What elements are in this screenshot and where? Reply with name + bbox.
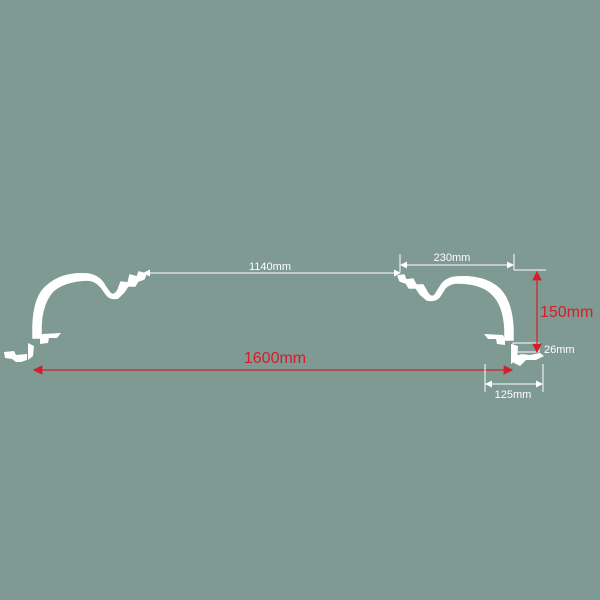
dimension-125: 125mm	[484, 364, 544, 401]
label-230: 230mm	[434, 252, 471, 264]
dimension-150: 150mm	[514, 269, 593, 354]
left-arch-profile	[4, 271, 147, 362]
label-26: 26mm	[544, 344, 575, 356]
label-1140: 1140mm	[249, 261, 291, 273]
dimension-1140: 1140mm	[143, 261, 401, 277]
label-150: 150mm	[540, 304, 593, 321]
label-1600: 1600mm	[244, 350, 306, 367]
right-arch-profile	[397, 274, 544, 366]
dimension-230: 230mm	[399, 252, 515, 272]
label-125: 125mm	[495, 389, 532, 401]
dimension-1600: 1600mm	[32, 350, 514, 375]
dimension-26: 26mm	[544, 344, 575, 356]
